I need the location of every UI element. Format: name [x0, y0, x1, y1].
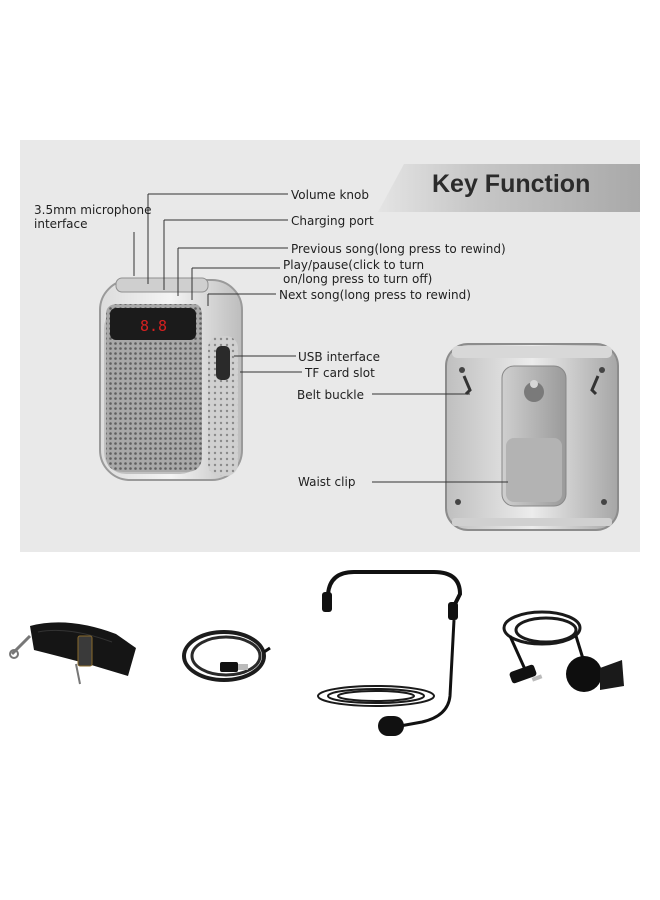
page-title: Key Function	[432, 170, 591, 198]
label-mic-interface-1: 3.5mm microphone	[34, 203, 152, 217]
label-next-song: Next song(long press to rewind)	[279, 288, 471, 302]
label-play-pause-2: on/long press to turn off)	[283, 272, 433, 286]
label-previous-song: Previous song(long press to rewind)	[291, 242, 506, 256]
label-waist-clip: Waist clip	[298, 475, 356, 489]
svg-text:8.8: 8.8	[140, 317, 167, 335]
shoulder-strap-image	[9, 622, 136, 685]
usb-cable-image	[182, 630, 271, 682]
lavalier-microphone-image	[502, 610, 624, 692]
label-mic-interface-2: interface	[34, 217, 88, 231]
label-charging-port: Charging port	[291, 214, 374, 228]
label-belt-buckle: Belt buckle	[297, 388, 364, 402]
headset-microphone-image	[317, 570, 463, 736]
speaker-front-view: 8.8	[99, 277, 243, 481]
label-usb-interface: USB interface	[298, 350, 380, 364]
label-play-pause-1: Play/pause(click to turn	[283, 258, 425, 272]
speaker-back-view	[445, 343, 619, 531]
label-volume-knob: Volume knob	[291, 188, 369, 202]
label-tf-card-slot: TF card slot	[305, 366, 375, 380]
title-banner	[378, 164, 640, 212]
